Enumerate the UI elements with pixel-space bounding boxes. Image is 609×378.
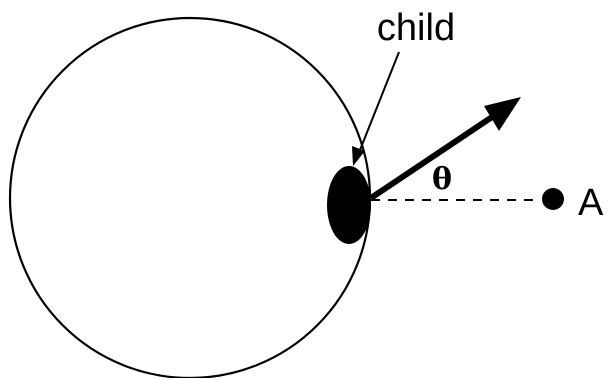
- velocity-arrow-head: [484, 97, 521, 131]
- point-a-dot: [542, 188, 564, 210]
- theta-label: θ: [432, 162, 452, 197]
- child-ellipse: [327, 166, 371, 244]
- velocity-arrow-shaft: [369, 110, 500, 201]
- child-pointer-line: [359, 51, 400, 151]
- merry-go-round-circle: [8, 16, 372, 378]
- point-a-label: A: [578, 182, 604, 224]
- child-pointer-head: [352, 146, 365, 166]
- child-label: child: [377, 7, 455, 49]
